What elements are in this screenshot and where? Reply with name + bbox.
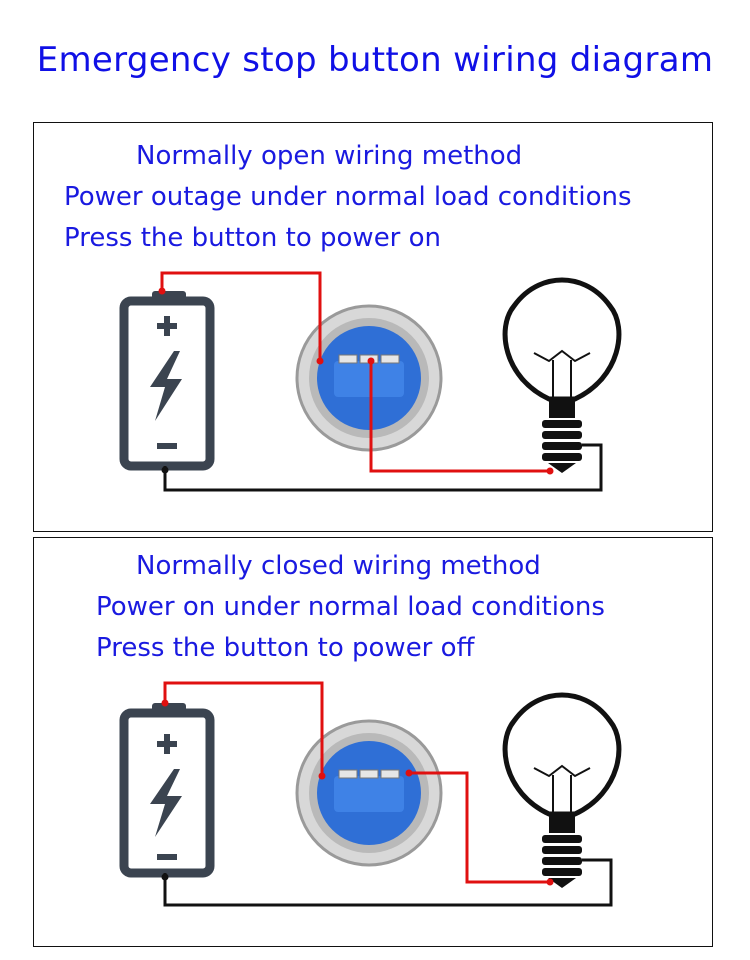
- switch-to-bulb-wire: [409, 771, 550, 884]
- panel-line-1: Power on under normal load conditions: [96, 592, 605, 622]
- light-bulb-icon: [502, 692, 622, 888]
- page-title: Emergency stop button wiring diagram: [36, 40, 714, 80]
- minus-sign-icon: [157, 854, 177, 860]
- positive-wire: [163, 681, 324, 776]
- normally-closed-panel: Normally closed wiring method Power on u…: [33, 537, 713, 947]
- plus-sign-icon: [157, 734, 177, 754]
- battery-icon: [119, 291, 215, 471]
- normally-open-wiring-diagram: [119, 271, 622, 492]
- panel-line-2: Press the button to power on: [64, 223, 442, 253]
- panel-heading: Normally closed wiring method: [136, 551, 541, 581]
- negative-wire: [163, 443, 603, 492]
- normally-open-panel: Normally open wiring method Power outage…: [33, 122, 713, 532]
- panel-line-2: Press the button to power off: [96, 633, 475, 663]
- lightning-bolt-icon: [150, 351, 182, 421]
- push-button-switch-icon: [295, 304, 443, 452]
- light-bulb-icon: [502, 277, 622, 473]
- push-button-switch-icon: [295, 719, 443, 867]
- plus-sign-icon: [157, 316, 177, 336]
- normally-closed-wiring-diagram: [119, 681, 622, 907]
- minus-sign-icon: [157, 443, 177, 449]
- negative-wire: [163, 858, 613, 907]
- positive-wire: [160, 271, 322, 361]
- battery-icon: [119, 703, 215, 878]
- panel-heading: Normally open wiring method: [136, 141, 523, 171]
- panel-line-1: Power outage under normal load condition…: [64, 182, 632, 212]
- lightning-bolt-icon: [150, 769, 182, 837]
